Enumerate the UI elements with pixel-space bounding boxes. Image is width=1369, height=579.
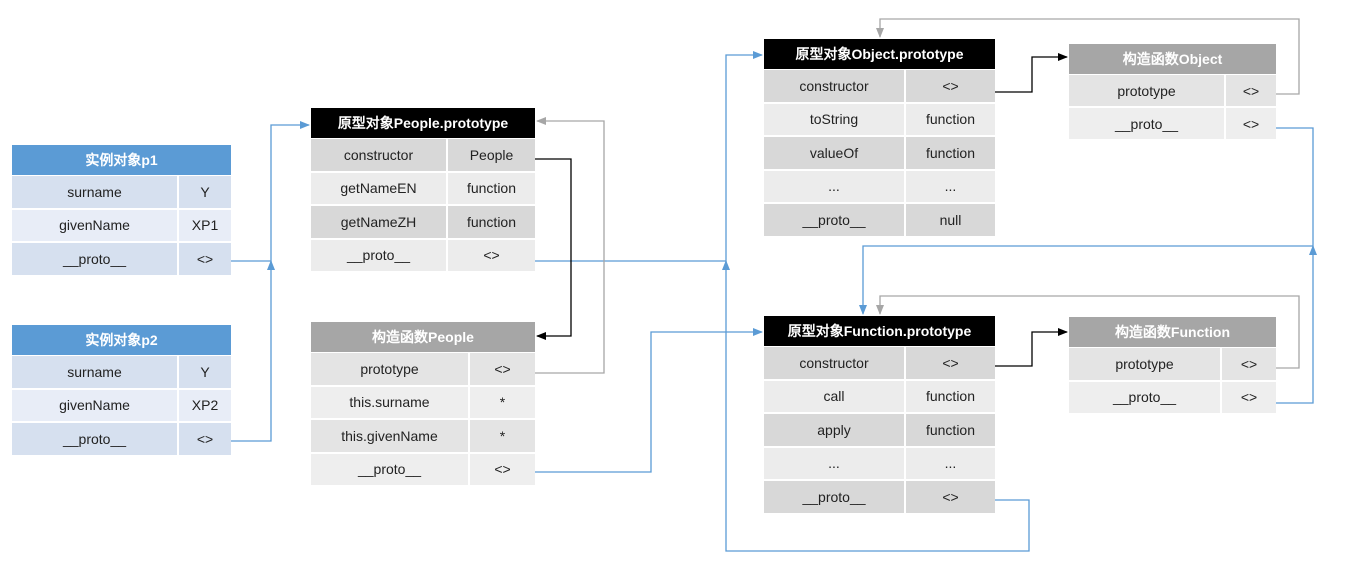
property-value: <>	[906, 70, 995, 102]
property-value: Y	[179, 356, 231, 388]
property-name: __proto__	[12, 243, 177, 275]
people-constructor-link	[535, 158, 572, 340]
p1-proto-link	[231, 121, 310, 262]
property-name: constructor	[764, 347, 904, 379]
property-name: toString	[764, 103, 904, 135]
people-ctor-proto-link	[535, 328, 763, 473]
property-value: ...	[906, 447, 995, 479]
property-name: __proto__	[311, 239, 446, 271]
property-name: this.givenName	[311, 420, 468, 452]
property-name: surname	[12, 356, 177, 388]
property-name: prototype	[311, 353, 468, 385]
property-name: prototype	[1069, 75, 1224, 106]
table-title: 构造函数Object	[1069, 44, 1276, 74]
property-value: *	[470, 386, 535, 418]
property-name: __proto__	[764, 481, 904, 513]
property-value: function	[906, 137, 995, 169]
table-title: 实例对象p2	[12, 325, 231, 355]
object-constructor-link	[995, 53, 1068, 93]
property-value: Y	[179, 176, 231, 208]
property-name: this.surname	[311, 386, 468, 418]
property-value: *	[470, 420, 535, 452]
table-title: 构造函数People	[311, 322, 535, 352]
property-value: <>	[470, 353, 535, 385]
property-value: <>	[906, 481, 995, 513]
property-value: <>	[470, 453, 535, 485]
property-value: <>	[906, 347, 995, 379]
property-name: givenName	[12, 389, 177, 421]
people-prototype-link	[535, 117, 605, 374]
property-name: __proto__	[311, 453, 468, 485]
property-value: <>	[1226, 108, 1276, 139]
table-title: 原型对象Function.prototype	[764, 316, 995, 346]
property-name: getNameEN	[311, 172, 446, 204]
property-name: __proto__	[1069, 381, 1220, 413]
property-value: function	[906, 103, 995, 135]
property-name: ...	[764, 170, 904, 202]
property-name: constructor	[764, 70, 904, 102]
property-name: surname	[12, 176, 177, 208]
property-name: getNameZH	[311, 206, 446, 238]
property-name: call	[764, 380, 904, 412]
property-name: givenName	[12, 209, 177, 241]
property-value: <>	[1222, 348, 1276, 380]
property-name: __proto__	[12, 423, 177, 455]
property-value: <>	[448, 239, 535, 271]
property-value: XP1	[179, 209, 231, 241]
property-name: __proto__	[1069, 108, 1224, 139]
property-name: constructor	[311, 139, 446, 171]
property-name: prototype	[1069, 348, 1220, 380]
property-value: <>	[1226, 75, 1276, 106]
property-name: valueOf	[764, 137, 904, 169]
property-value: <>	[1222, 381, 1276, 413]
people-proto-to-object-proto	[535, 51, 763, 262]
table-title: 原型对象Object.prototype	[764, 39, 995, 69]
property-value: null	[906, 204, 995, 236]
function-ctor-proto-link	[1276, 245, 1317, 404]
property-value: <>	[179, 243, 231, 275]
property-value: function	[448, 206, 535, 238]
property-value: ...	[906, 170, 995, 202]
table-title: 原型对象People.prototype	[311, 108, 535, 138]
property-value: function	[906, 380, 995, 412]
property-name: apply	[764, 414, 904, 446]
property-value: function	[448, 172, 535, 204]
property-name: __proto__	[764, 204, 904, 236]
property-value: function	[906, 414, 995, 446]
p2-proto-link	[231, 260, 275, 442]
property-value: XP2	[179, 389, 231, 421]
function-constructor-link	[995, 328, 1068, 367]
table-title: 实例对象p1	[12, 145, 231, 175]
property-value: <>	[179, 423, 231, 455]
property-name: ...	[764, 447, 904, 479]
table-title: 构造函数Function	[1069, 317, 1276, 347]
property-value: People	[448, 139, 535, 171]
